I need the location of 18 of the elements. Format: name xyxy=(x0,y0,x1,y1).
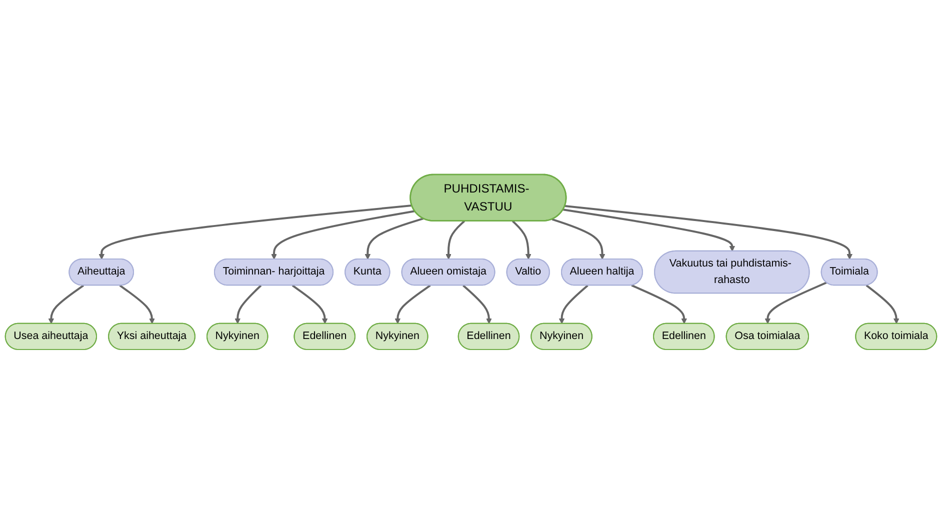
arrow xyxy=(119,284,155,324)
arrow xyxy=(48,284,84,324)
arrow xyxy=(764,282,827,324)
arrow xyxy=(512,220,532,260)
arrow xyxy=(234,284,262,324)
arrow xyxy=(462,284,492,324)
arrow xyxy=(564,205,853,260)
arrow xyxy=(446,220,466,260)
arrow xyxy=(98,204,412,260)
arrow xyxy=(364,218,424,260)
arrow xyxy=(866,284,900,324)
arrow xyxy=(271,210,415,260)
arrow xyxy=(558,284,588,324)
arrow xyxy=(292,284,328,324)
arrow xyxy=(563,208,736,252)
arrow xyxy=(631,284,688,324)
arrow xyxy=(394,284,431,324)
arrow xyxy=(552,218,606,260)
